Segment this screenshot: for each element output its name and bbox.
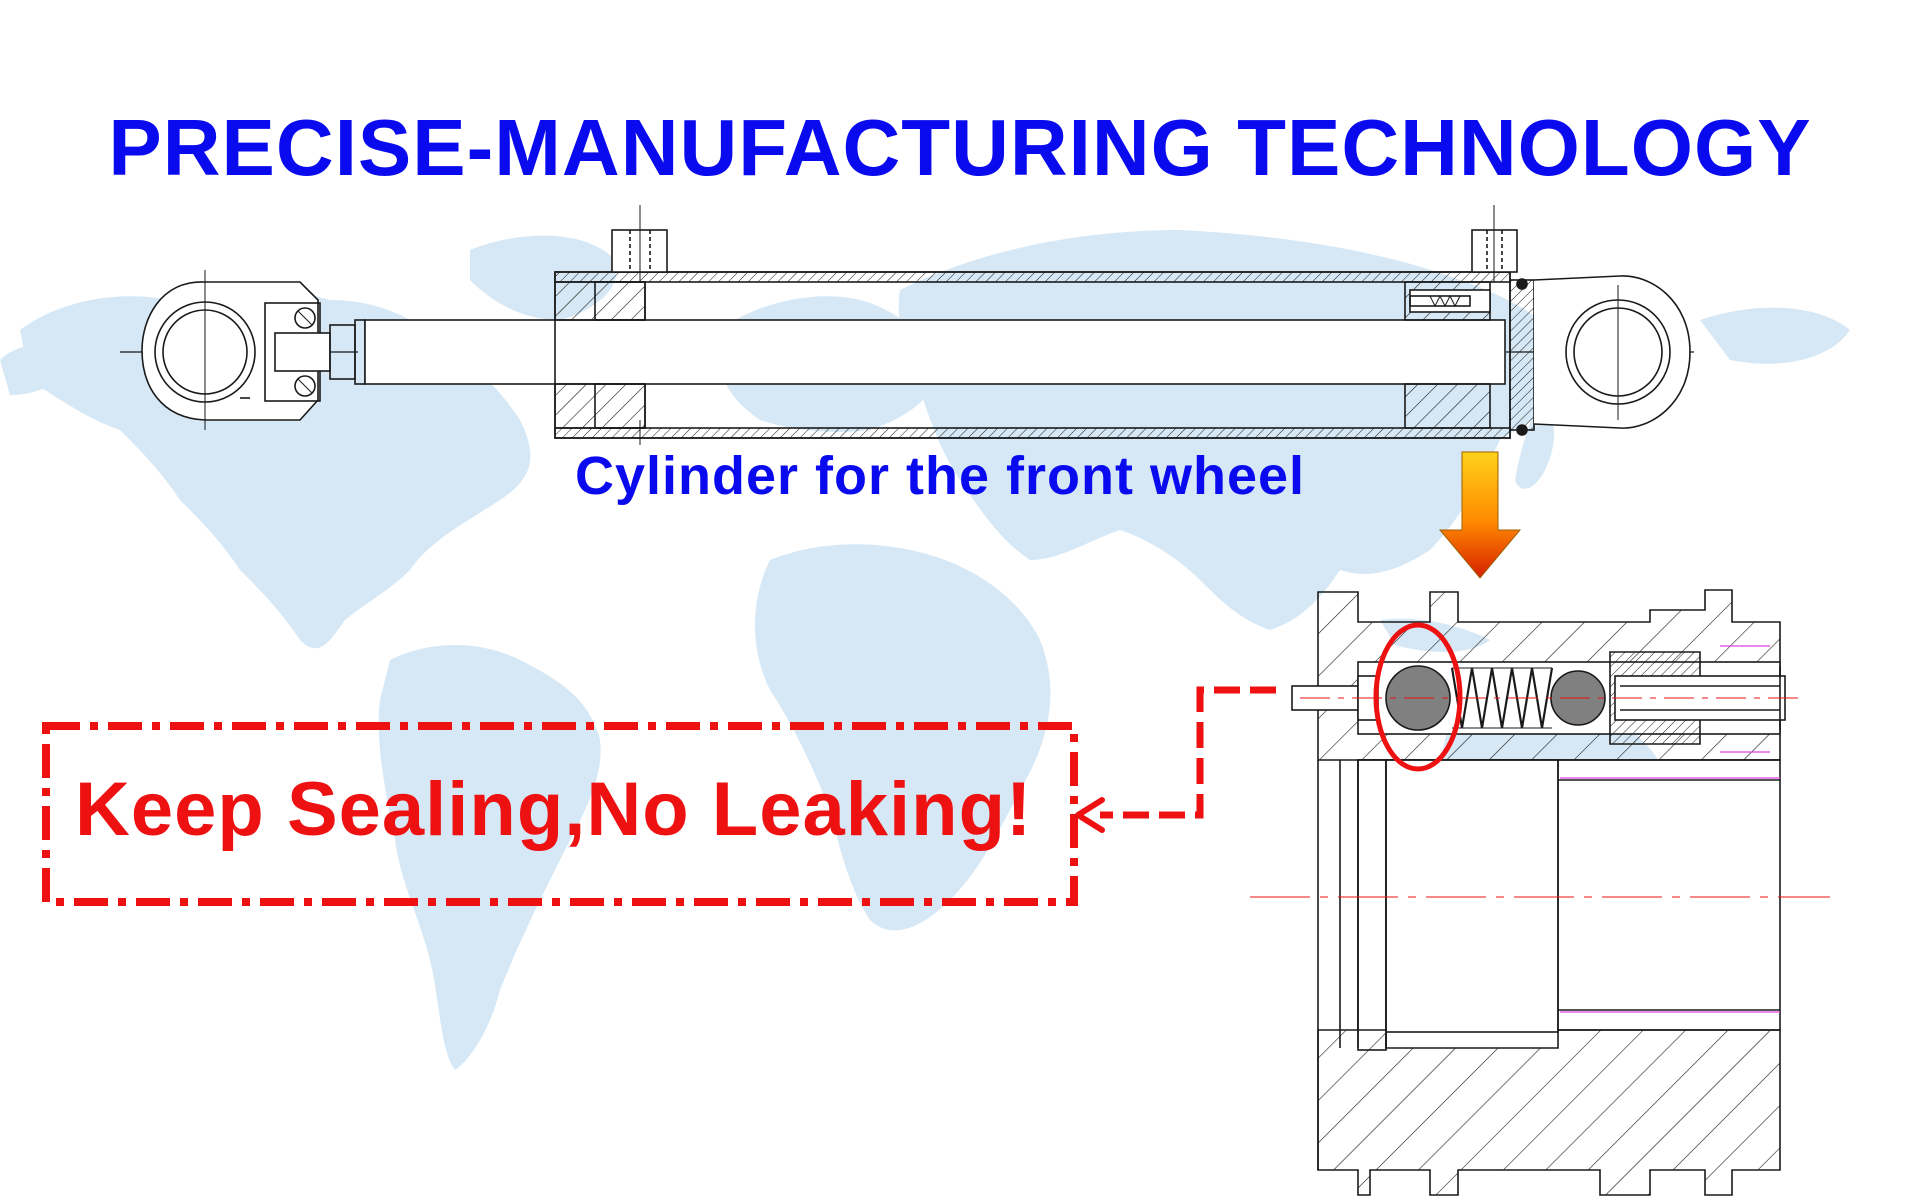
- piston-lower: [1404, 383, 1491, 429]
- head-end-eye: [1533, 275, 1691, 429]
- leader-arrowhead: [1075, 797, 1105, 833]
- rod-end-eye: [141, 270, 366, 430]
- alaska-shape: [0, 344, 80, 395]
- seal-highlight-ellipse: [1373, 622, 1463, 772]
- end-cap: [1509, 279, 1535, 431]
- down-arrow: [1438, 451, 1522, 579]
- east-russia-shape: [1700, 307, 1850, 364]
- gland-upper: [554, 281, 646, 321]
- thread-marks: [1560, 645, 1780, 1013]
- drawing-caption: Cylinder for the front wheel: [575, 446, 1306, 506]
- page-title: PRECISE-MANUFACTURING TECHNOLOGY: [108, 103, 1812, 192]
- valve-detail-drawing: [1250, 589, 1830, 1196]
- callout-box: [42, 722, 1078, 906]
- cylinder-drawing: [120, 205, 1700, 445]
- gland-lower: [554, 383, 646, 429]
- leader-line: [1100, 686, 1276, 819]
- callout-text: Keep Sealing,No Leaking!: [75, 767, 1033, 852]
- valve-body-bottom: [1317, 1029, 1781, 1196]
- africa-shape: [755, 544, 1051, 931]
- piston-rod: [364, 319, 1506, 385]
- south-america-shape: [378, 645, 601, 1070]
